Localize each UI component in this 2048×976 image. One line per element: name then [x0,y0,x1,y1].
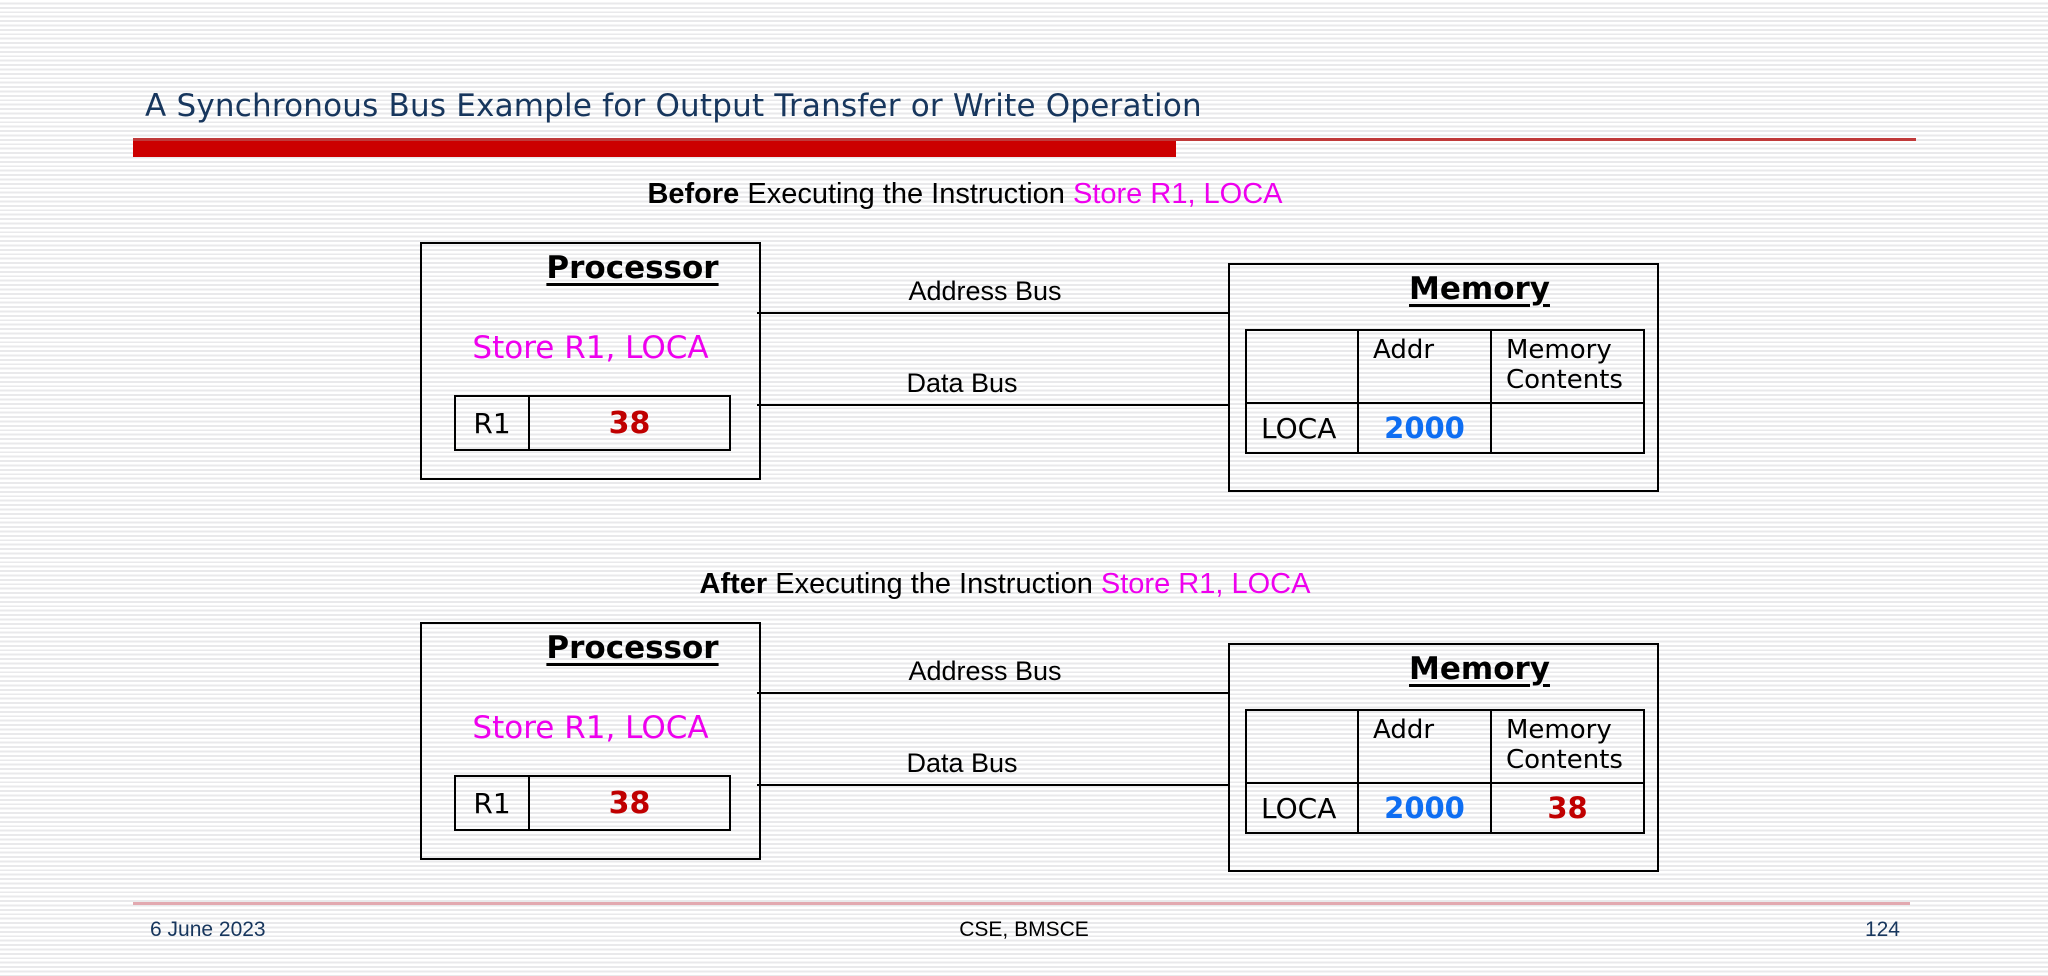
before-heading: Before Executing the Instruction Store R… [400,178,1530,211]
after-data-bus-label: Data Bus [906,748,1018,778]
after-heading-keyword: After [699,568,768,600]
before-memory-addr-value: 2000 [1359,404,1492,452]
before-register-box: R1 38 [454,395,731,451]
after-heading-instruction: Store R1, LOCA [1100,568,1311,600]
after-memory-title: Memory [1409,651,1550,687]
after-memory-header-contents: Memory Contents [1492,711,1643,784]
after-memory-row-label: LOCA [1247,784,1359,832]
footer-divider-line [133,902,1910,905]
before-register-label: R1 [456,397,530,449]
after-memory-box: Memory Addr Memory Contents LOCA 2000 38 [1228,643,1659,872]
footer-org: CSE, BMSCE [959,918,1089,941]
before-memory-contents-value [1492,404,1643,452]
after-processor-title: Processor [546,630,719,666]
after-diagram: Processor Store R1, LOCA R1 38 Address B… [0,622,2048,872]
after-register-value: 38 [608,785,651,821]
after-memory-table: Addr Memory Contents LOCA 2000 38 [1245,709,1645,834]
before-heading-instruction: Store R1, LOCA [1073,178,1283,210]
before-processor-box: Processor Store R1, LOCA R1 38 [420,242,761,480]
after-register-box: R1 38 [454,775,731,831]
before-register-value: 38 [608,405,651,441]
footer-page-number: 124 [1864,918,1900,941]
after-memory-contents-value: 38 [1547,791,1588,825]
before-memory-header-addr: Addr [1359,331,1492,404]
before-processor-title: Processor [546,250,719,286]
title-underline-bar [133,141,1176,157]
before-heading-keyword: Before [647,178,740,210]
after-address-bus-label: Address Bus [908,656,1062,686]
after-heading-text: Executing the Instruction [767,568,1101,600]
slide-title: A Synchronous Bus Example for Output Tra… [145,88,1202,124]
before-diagram: Processor Store R1, LOCA R1 38 Address B… [0,242,2048,492]
footer-date: 6 June 2023 [150,918,266,941]
before-memory-box: Memory Addr Memory Contents LOCA 2000 [1228,263,1659,492]
before-memory-row-label: LOCA [1247,404,1359,452]
before-heading-text: Executing the Instruction [739,178,1073,210]
before-memory-title: Memory [1409,271,1550,307]
before-processor-instruction: Store R1, LOCA [472,330,709,366]
title-underline-thin [133,138,1916,141]
before-memory-header-contents: Memory Contents [1492,331,1643,404]
after-memory-addr-value: 2000 [1359,784,1492,832]
before-data-bus-line [757,404,1228,406]
before-address-bus-label: Address Bus [908,276,1062,306]
after-processor-box: Processor Store R1, LOCA R1 38 [420,622,761,860]
after-heading: After Executing the Instruction Store R1… [440,568,1570,601]
before-memory-header-empty [1247,331,1359,404]
after-memory-header-addr: Addr [1359,711,1492,784]
after-memory-header-empty [1247,711,1359,784]
before-data-bus-label: Data Bus [906,368,1018,398]
before-address-bus-line [757,312,1228,314]
after-data-bus-line [757,784,1228,786]
before-memory-table: Addr Memory Contents LOCA 2000 [1245,329,1645,454]
after-address-bus-line [757,692,1228,694]
after-processor-instruction: Store R1, LOCA [472,710,709,746]
after-register-label: R1 [456,777,530,829]
